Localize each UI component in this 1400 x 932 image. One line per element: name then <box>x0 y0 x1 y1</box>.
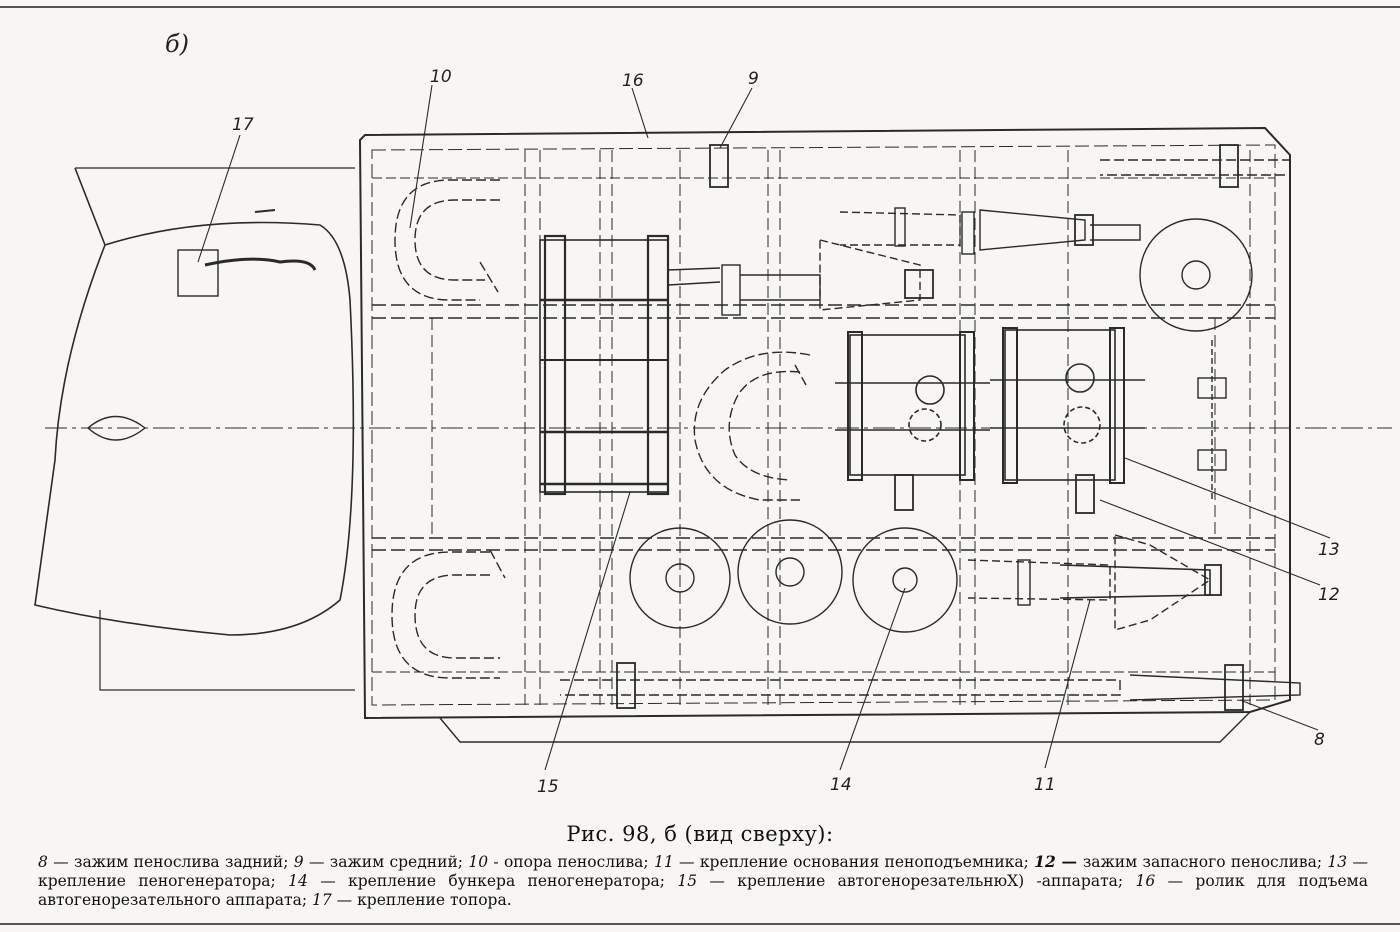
legend-item: 15 — крепление автогенорезательнюХ) -апп… <box>677 872 1124 890</box>
leader-lines <box>197 84 1331 771</box>
legend-item: 17 — крепление топора. <box>311 891 512 909</box>
legend-item: 10 - опора пенослива; <box>468 853 649 871</box>
top-edge-line <box>0 6 1400 8</box>
callout-8: 8 <box>1314 730 1325 750</box>
callout-14: 14 <box>830 775 852 795</box>
cutter-frame <box>539 234 721 496</box>
caption-title: Рис. 98, б (вид сверху): <box>566 822 834 846</box>
legend-item: 13 — крепление пеногенератора; <box>38 853 1368 890</box>
hose-reel-top-left <box>394 179 500 301</box>
legend-item: 11 — крепление основания пеноподъемника; <box>653 853 1029 871</box>
callout-15: 15 <box>537 777 559 797</box>
cab-light <box>86 415 147 441</box>
figure-caption: Рис. 98, б (вид сверху): <box>0 822 1400 846</box>
legend-item: 14 — крепление бункера пеногенератора; <box>288 872 665 890</box>
hose-reel-bottom-left <box>391 549 506 679</box>
reserve-foam-clamps <box>1197 340 1227 500</box>
callout-11: 11 <box>1034 775 1056 795</box>
hose-reel-center <box>693 351 811 501</box>
bottom-edge-line <box>0 923 1400 925</box>
spare-wheels <box>629 218 1253 633</box>
callout-12: 12 <box>1318 585 1340 605</box>
callout-10: 10 <box>430 67 452 87</box>
callout-17: 17 <box>232 115 254 135</box>
axe-mount-box <box>177 249 219 297</box>
panel-letter: б) <box>165 30 189 58</box>
legend-item: 16 — ролик для подъема автогенорезательн… <box>38 872 1368 909</box>
cab-outline <box>34 167 355 636</box>
callout-13: 13 <box>1318 540 1340 560</box>
foam-lift-top <box>721 207 1141 316</box>
callout-16: 16 <box>622 71 644 91</box>
foam-lift-bottom <box>967 534 1222 631</box>
legend-item: 12 — зажим запасного пенослива; <box>1034 852 1323 871</box>
legend-item: 9 — зажим средний; <box>293 853 463 871</box>
foam-generator-frames <box>835 327 1145 484</box>
legend: 8 — зажим пенослива задний; 9 — зажим ср… <box>38 852 1368 910</box>
legend-item: 8 — зажим пенослива задний; <box>38 853 289 871</box>
callout-9: 9 <box>748 69 759 89</box>
technical-drawing: б) 10 16 9 17 13 12 8 11 14 15 <box>34 30 1392 797</box>
body-outline <box>358 126 1291 720</box>
